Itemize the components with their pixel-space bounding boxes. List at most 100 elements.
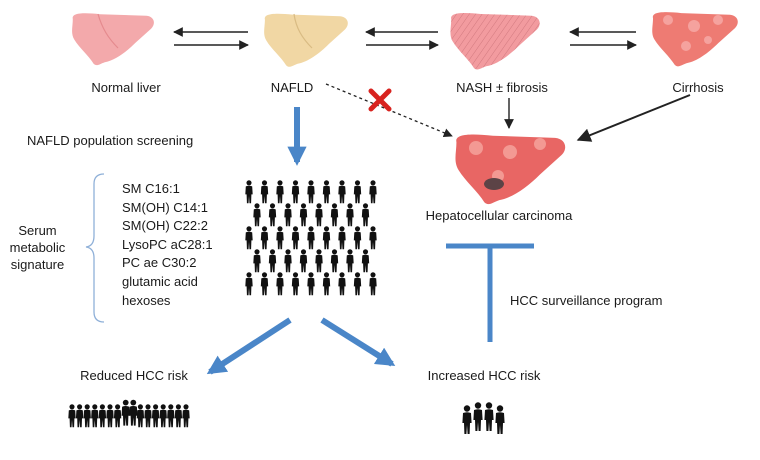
person-icon xyxy=(330,249,339,273)
reduced-risk-group-icon xyxy=(68,399,190,428)
metabolite-item: hexoses xyxy=(122,292,171,308)
person-icon xyxy=(276,180,284,204)
label-cirrhosis: Cirrhosis xyxy=(672,80,724,95)
liver-icon-hcc xyxy=(455,134,566,205)
label-nash: NASH ± fibrosis xyxy=(456,80,548,95)
person-icon xyxy=(291,226,300,250)
label-hcc: Hepatocellular carcinoma xyxy=(425,208,573,223)
person-icon xyxy=(299,249,308,273)
person-icon xyxy=(361,203,370,227)
person-icon xyxy=(245,272,253,296)
liver-icon-nash xyxy=(450,12,540,70)
serum-signature-label: Serum metabolic signature xyxy=(0,222,75,273)
inhibition-bar-icon xyxy=(446,243,534,342)
metabolite-item: SM(OH) C22:2 xyxy=(122,218,208,234)
person-icon xyxy=(174,404,183,428)
person-icon xyxy=(260,180,269,204)
person-icon xyxy=(106,404,114,428)
person-icon xyxy=(68,404,76,428)
person-icon xyxy=(121,399,130,426)
arrow-to-reduced-risk xyxy=(206,317,292,375)
person-icon xyxy=(245,180,253,204)
person-icon xyxy=(346,249,354,273)
person-icon xyxy=(291,180,300,204)
label-screening: NAFLD population screening xyxy=(27,133,194,148)
metabolite-item: LysoPC aC28:1 xyxy=(122,236,213,252)
arrow-cirrhosis-hcc xyxy=(576,94,691,142)
arrows-nash-cirrhosis xyxy=(569,27,637,50)
metabolite-item: SM C16:1 xyxy=(122,181,180,196)
person-icon xyxy=(268,249,277,273)
person-icon xyxy=(338,272,346,296)
person-icon xyxy=(276,272,284,296)
label-nafld: NAFLD xyxy=(270,80,314,95)
person-icon xyxy=(91,404,99,428)
person-icon xyxy=(268,203,277,227)
person-icon xyxy=(260,272,269,296)
person-icon xyxy=(322,226,331,250)
person-icon xyxy=(353,226,362,250)
person-icon xyxy=(369,180,377,204)
person-icon xyxy=(83,404,91,428)
person-icon xyxy=(284,203,292,227)
person-icon xyxy=(462,405,472,434)
blocked-cross-icon xyxy=(368,88,392,112)
serum-line: signature xyxy=(10,257,65,272)
person-icon xyxy=(484,402,494,431)
person-icon xyxy=(98,404,107,428)
person-icon xyxy=(136,404,145,428)
person-icon xyxy=(151,404,160,428)
person-icon xyxy=(159,404,167,428)
signature-brace xyxy=(85,173,105,323)
label-reduced-risk: Reduced HCC risk xyxy=(80,368,188,383)
person-icon xyxy=(495,405,505,434)
metabolite-item: SM(OH) C14:1 xyxy=(122,199,208,215)
person-icon xyxy=(75,404,84,428)
person-icon xyxy=(315,203,323,227)
arrows-normal-nafld xyxy=(173,27,249,50)
person-icon xyxy=(322,272,331,296)
person-icon xyxy=(338,226,346,250)
person-icon xyxy=(182,404,190,428)
person-icon xyxy=(284,249,292,273)
person-icon xyxy=(260,226,269,250)
person-icon xyxy=(245,226,253,250)
person-icon xyxy=(129,399,138,426)
person-icon xyxy=(353,180,362,204)
person-icon xyxy=(473,402,483,431)
person-icon xyxy=(144,404,152,428)
increased-risk-group-icon xyxy=(462,402,505,434)
person-icon xyxy=(291,272,300,296)
person-icon xyxy=(253,249,261,273)
liver-icon-normal xyxy=(72,13,154,66)
person-icon xyxy=(330,203,339,227)
person-icon xyxy=(167,404,175,428)
arrow-to-increased-risk xyxy=(320,317,396,367)
serum-line: Serum xyxy=(18,223,57,238)
person-icon xyxy=(369,272,377,296)
arrows-nafld-nash xyxy=(365,27,439,50)
liver-icon-cirrhosis xyxy=(652,12,738,67)
person-icon xyxy=(307,272,315,296)
metabolite-item: glutamic acid xyxy=(122,273,198,289)
metabolite-item: PC ae C30:2 xyxy=(122,255,197,271)
person-icon xyxy=(307,180,315,204)
person-icon xyxy=(315,249,323,273)
person-icon xyxy=(338,180,346,204)
person-icon xyxy=(307,226,315,250)
label-surveillance: HCC surveillance program xyxy=(510,293,663,308)
person-icon xyxy=(353,272,362,296)
people-crowd-icon xyxy=(245,180,377,296)
person-icon xyxy=(253,203,261,227)
person-icon xyxy=(299,203,308,227)
person-icon xyxy=(113,404,122,428)
label-increased-risk: Increased HCC risk xyxy=(427,368,541,383)
person-icon xyxy=(346,203,354,227)
metabolite-list: SM C16:1 SM(OH) C14:1 SM(OH) C22:2 LysoP… xyxy=(122,180,213,310)
liver-icon-nafld xyxy=(264,13,348,67)
person-icon xyxy=(369,226,377,250)
person-icon xyxy=(322,180,331,204)
serum-line: metabolic xyxy=(9,240,66,255)
label-normal-liver: Normal liver xyxy=(91,80,161,95)
